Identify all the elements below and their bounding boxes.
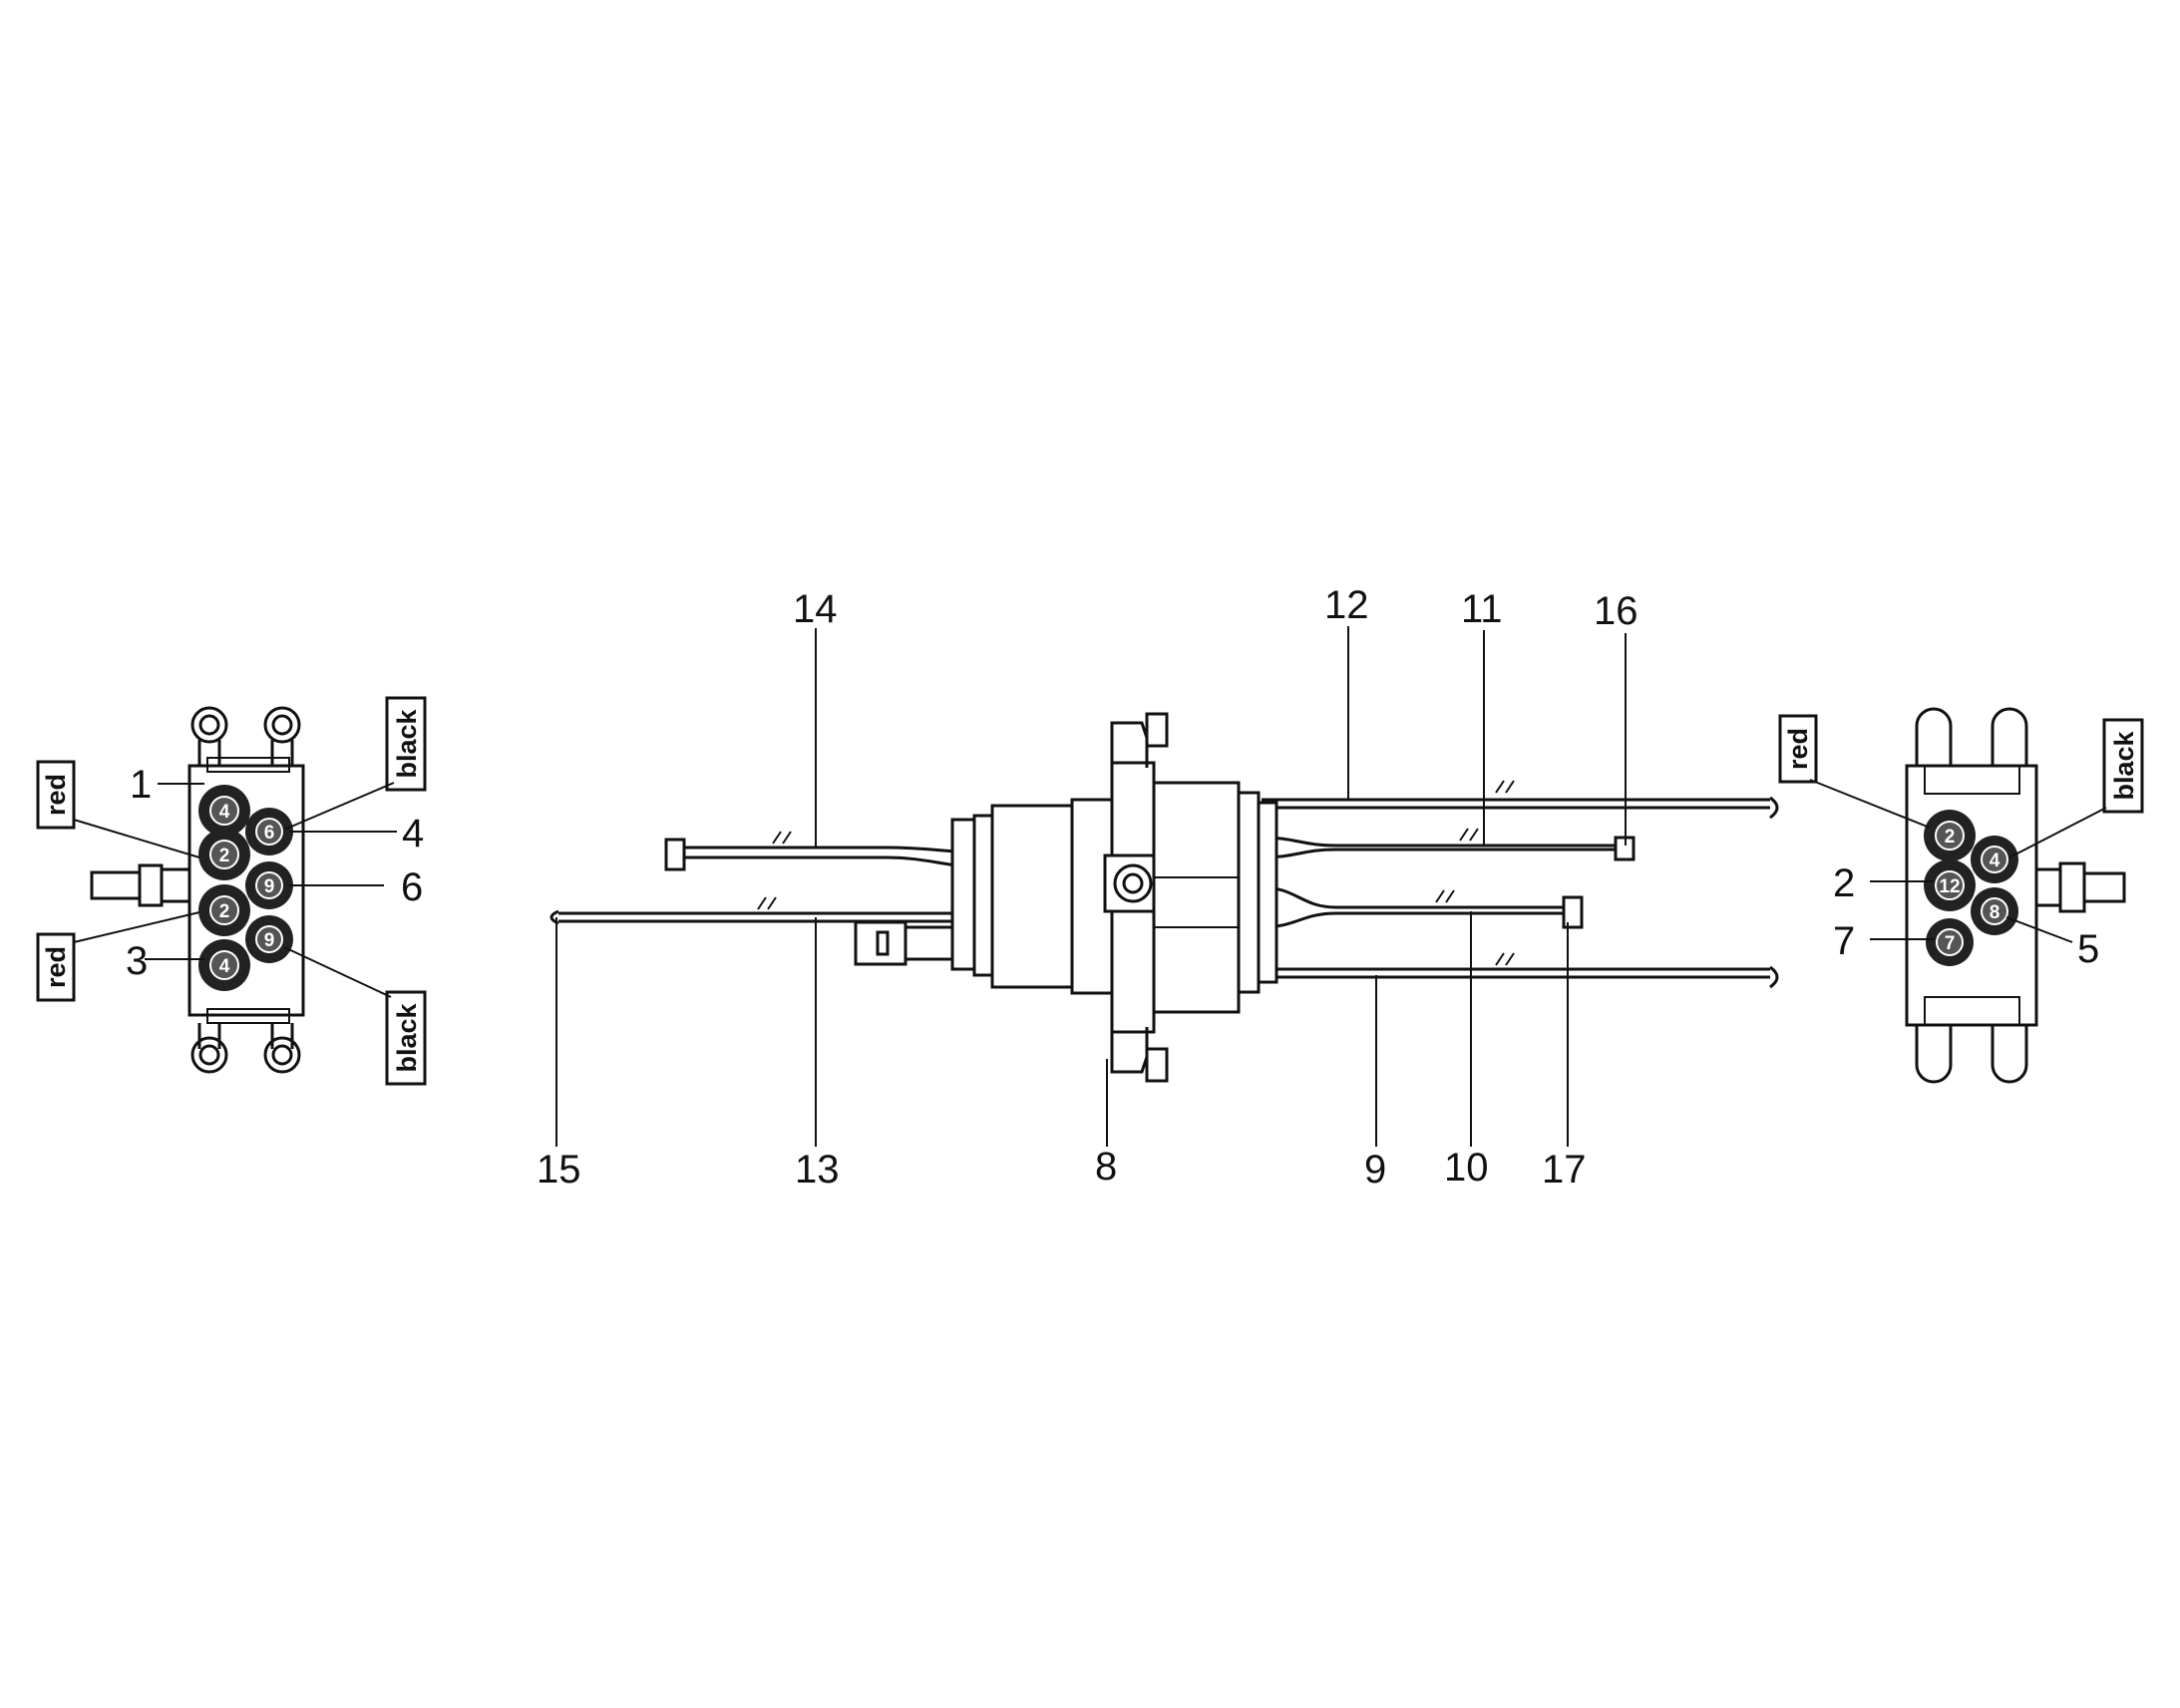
callout-8: 8 — [1095, 1145, 1117, 1189]
port-label: 6 — [264, 823, 275, 844]
color-tag-black: black — [392, 708, 422, 778]
color-tag-black: black — [392, 1002, 422, 1072]
callout-12: 12 — [1324, 583, 1369, 627]
callout-17: 17 — [1542, 1148, 1587, 1192]
callout-11: 11 — [1461, 587, 1503, 631]
color-tag-red: red — [1783, 728, 1813, 770]
right-color-tags: red black — [1778, 714, 2144, 858]
leader-lines — [145, 626, 2073, 1147]
callout-9: 9 — [1364, 1148, 1386, 1192]
callout-7: 7 — [1833, 919, 1855, 963]
port-label: 4 — [1990, 851, 2000, 871]
right-connector: 2 12 4 8 7 — [1905, 707, 2126, 1084]
callout-14: 14 — [793, 587, 838, 631]
callout-3: 3 — [126, 939, 148, 983]
callout-labels: 1 3 4 6 14 12 11 16 15 13 8 9 10 17 2 7 … — [126, 583, 2099, 1192]
left-color-tags: red red black black — [36, 696, 427, 1086]
color-tag-red: red — [41, 946, 71, 988]
port-label: 2 — [1945, 827, 1956, 848]
port-label: 9 — [264, 876, 275, 897]
port-label: 4 — [219, 802, 230, 823]
left-connector: 4 2 2 4 6 9 9 — [90, 706, 305, 1074]
port-label: 8 — [1990, 902, 2000, 923]
callout-2: 2 — [1833, 861, 1855, 905]
callout-6: 6 — [401, 865, 423, 909]
callout-5: 5 — [2077, 927, 2099, 971]
port-label: 7 — [1945, 933, 1956, 954]
color-tag-red: red — [41, 774, 71, 816]
callout-13: 13 — [795, 1148, 840, 1192]
callout-4: 4 — [402, 812, 424, 855]
callout-15: 15 — [537, 1148, 581, 1192]
port-label: 4 — [219, 956, 230, 977]
central-harness — [549, 712, 1779, 1083]
port-label: 12 — [1939, 876, 1960, 897]
color-tag-black: black — [2109, 730, 2139, 800]
callout-16: 16 — [1594, 589, 1638, 633]
callout-10: 10 — [1444, 1146, 1489, 1190]
callout-1: 1 — [130, 763, 152, 807]
port-label: 2 — [219, 846, 230, 866]
port-label: 2 — [219, 901, 230, 922]
port-label: 9 — [264, 930, 275, 951]
